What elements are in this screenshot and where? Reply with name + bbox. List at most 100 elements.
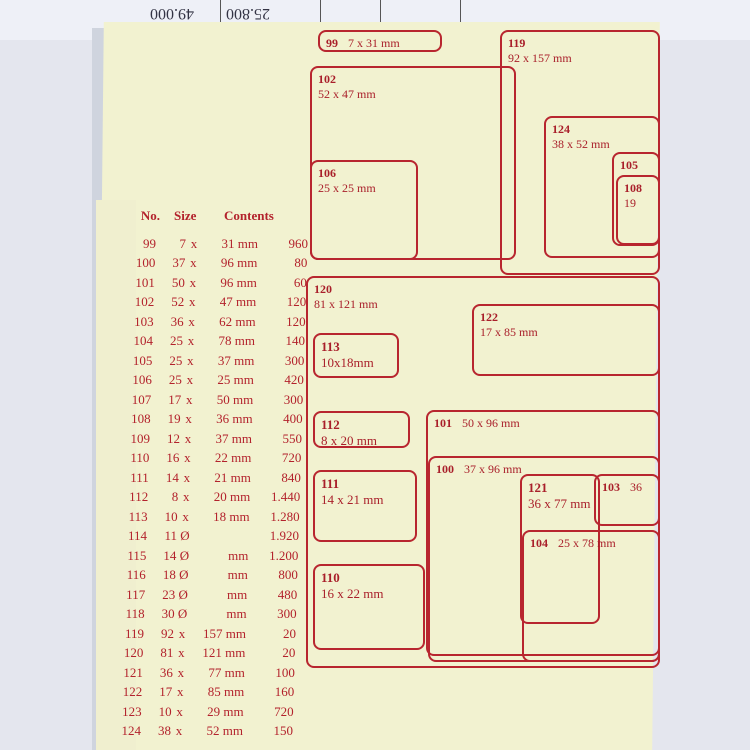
- label-number: 105: [620, 158, 638, 172]
- label-size: 19: [624, 196, 636, 210]
- label-size: 10x18mm: [321, 355, 374, 370]
- cell-contents: 20: [283, 625, 296, 641]
- cell-x: x: [175, 723, 183, 739]
- cell-w: 8: [171, 489, 179, 505]
- label-number: 124: [552, 122, 570, 136]
- label-size: 50 x 96 mm: [462, 416, 520, 430]
- label-number: 119: [508, 36, 526, 50]
- cell-h: 31 mm: [221, 235, 258, 251]
- cell-x: x: [184, 430, 192, 446]
- cell-x: Ø: [179, 567, 189, 583]
- cell-w: 25: [169, 352, 183, 368]
- cell-contents: 400: [283, 411, 303, 427]
- cell-w: 37: [172, 255, 186, 271]
- cell-h: 18 mm: [213, 508, 250, 524]
- label-number: 101: [434, 416, 452, 430]
- cell-no: 102: [134, 294, 155, 310]
- label-size: 38 x 52 mm: [552, 137, 610, 151]
- cell-w: 11: [164, 528, 177, 544]
- cell-contents: 140: [285, 333, 306, 349]
- cell-no: 116: [126, 567, 146, 583]
- cell-contents: 80: [294, 255, 308, 271]
- cell-no: 103: [134, 313, 154, 329]
- cell-h: mm: [228, 547, 249, 563]
- label-number: 112: [321, 417, 340, 432]
- cell-w: 30: [161, 606, 175, 622]
- cell-w: 14: [165, 469, 179, 485]
- cell-no: 121: [123, 664, 143, 680]
- cell-w: 25: [168, 372, 182, 388]
- cell-w: 81: [160, 645, 174, 661]
- cell-h: 96 mm: [220, 274, 257, 290]
- cell-x: Ø: [177, 606, 188, 622]
- cell-h: 50 mm: [216, 391, 254, 407]
- cell-w: 18: [162, 567, 176, 583]
- cell-x: x: [184, 450, 191, 466]
- cell-h: 77 mm: [208, 664, 245, 680]
- label-size: 8 x 20 mm: [321, 433, 377, 448]
- cell-x: Ø: [180, 528, 190, 544]
- cell-h: 37 mm: [215, 430, 252, 446]
- cell-no: 107: [131, 391, 152, 407]
- cell-h: 25 mm: [217, 372, 254, 388]
- cell-w: 17: [159, 684, 173, 700]
- cell-no: 104: [133, 333, 154, 349]
- cell-h: 47 mm: [219, 294, 257, 310]
- cell-w: 12: [167, 430, 180, 446]
- label-number: 100: [436, 462, 454, 476]
- cell-w: 14: [163, 547, 177, 563]
- cell-w: 92: [161, 625, 174, 641]
- cell-no: 117: [126, 586, 146, 602]
- cell-no: 114: [127, 528, 147, 544]
- cell-w: 10: [164, 508, 178, 524]
- label-number: 102: [318, 72, 336, 86]
- table-header: No. Size Contents: [112, 208, 308, 224]
- cell-contents: 840: [281, 469, 301, 485]
- cell-contents: 150: [273, 723, 294, 739]
- cell-no: 101: [135, 274, 155, 290]
- label-size: 25 x 78 mm: [558, 536, 616, 550]
- price-value: 25.800: [226, 5, 270, 22]
- cell-w: 19: [167, 411, 181, 427]
- cell-contents: 720: [274, 703, 294, 719]
- cell-h: 78 mm: [218, 333, 255, 349]
- cell-x: x: [182, 508, 189, 524]
- cell-no: 119: [124, 625, 144, 641]
- label-number: 113: [321, 339, 340, 354]
- cell-w: 50: [171, 274, 185, 290]
- label-number: 120: [314, 282, 332, 296]
- cell-x: x: [183, 469, 191, 485]
- label-number: 106: [318, 166, 336, 180]
- cell-w: 36: [159, 664, 173, 680]
- cell-x: x: [185, 411, 192, 427]
- cell-contents: 1.200: [269, 547, 299, 563]
- cell-no: 109: [130, 430, 151, 446]
- cell-x: x: [185, 391, 193, 407]
- cell-h: 37 mm: [217, 352, 255, 368]
- cell-contents: 300: [277, 606, 297, 622]
- cell-contents: 120: [286, 294, 307, 310]
- cell-contents: 1.280: [270, 508, 300, 524]
